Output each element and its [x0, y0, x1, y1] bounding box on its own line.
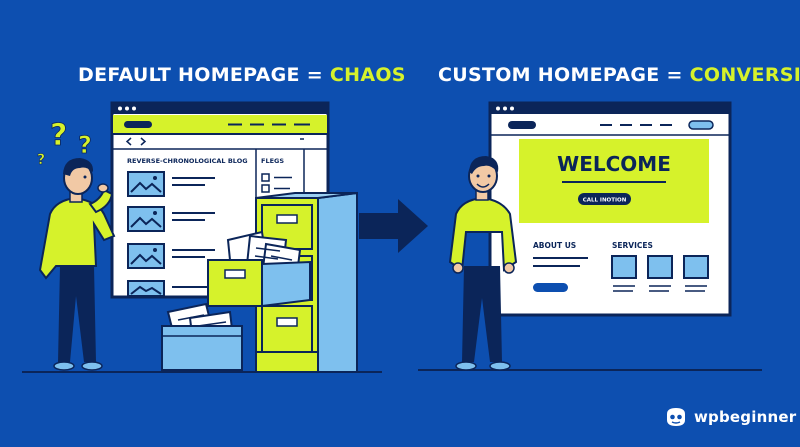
service-tile[interactable]	[611, 255, 637, 279]
blog-post-item	[127, 243, 215, 269]
about-button[interactable]	[533, 283, 568, 292]
right-heading: CUSTOM HOMEPAGE = CONVERSIONS	[438, 58, 800, 92]
paper-box	[161, 302, 243, 371]
question-mark-icon: ?	[50, 118, 67, 153]
open-drawer	[207, 259, 311, 308]
wpbeginner-logo[interactable]: wpbeginner	[664, 404, 796, 430]
sidebar-label: FLEGS	[261, 157, 284, 165]
blog-post-item	[127, 206, 215, 232]
left-heading: DEFAULT HOMEPAGE = CHAOS	[78, 58, 405, 92]
blog-post-item	[127, 171, 215, 197]
question-mark-icon: ?	[37, 152, 45, 168]
welcome-text: WELCOME	[557, 152, 671, 176]
services-label: SERVICES	[612, 241, 653, 250]
right-browser-window: WELCOME CALL INOTION ABOUT US SERVICES	[488, 101, 732, 317]
cta-button[interactable]	[578, 193, 631, 205]
question-mark-icon: ?	[78, 131, 92, 159]
about-label: ABOUT US	[533, 241, 576, 250]
cta-label: CALL INOTION	[583, 198, 627, 204]
left-heading-accent: CHAOS	[329, 64, 406, 86]
right-heading-accent: CONVERSIONS	[689, 64, 800, 86]
blog-label: REVERSE-CHRONOLOGICAL BLOG	[127, 157, 248, 165]
service-tile[interactable]	[683, 255, 709, 279]
transition-arrow-icon	[359, 199, 428, 253]
logo-text: wpbeginner	[694, 408, 797, 426]
left-heading-main: DEFAULT HOMEPAGE =	[78, 64, 330, 86]
wpbeginner-mascot-icon	[667, 408, 685, 426]
right-heading-main: CUSTOM HOMEPAGE =	[438, 64, 690, 86]
confused-man	[38, 158, 116, 371]
confident-man	[448, 156, 518, 371]
service-tile[interactable]	[647, 255, 673, 279]
